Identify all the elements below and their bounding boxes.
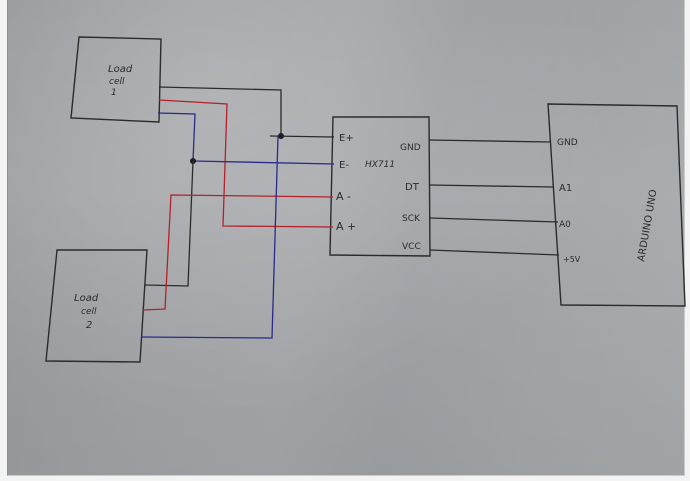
wire-gnd [428,139,551,143]
load-cell-2-box [45,249,148,363]
arduino-pin-gnd: GND [557,138,578,148]
wire-lc1-black [158,86,282,136]
hx711-pin-a-plus: A + [336,220,356,233]
wire-sck-a0 [429,217,559,223]
hx711-pin-vcc: VCC [402,242,421,252]
hx711-pin-e-plus: E+ [339,133,354,144]
paper-sheet [7,0,685,476]
wire-lc1-blue [157,112,196,162]
load-cell-2-label-line1: Load [74,293,99,304]
load-cell-1-label-line3: 1 [111,88,117,98]
wire-vcc-5v [429,249,560,256]
arduino-pin-a0: A0 [559,220,571,230]
wire-lc2-blue [140,135,279,339]
junction-e-plus [278,133,284,139]
wire-dt-a1 [428,184,554,188]
hx711-pin-gnd: GND [400,143,421,153]
arduino-pin-a1: A1 [559,183,572,194]
hx711-pin-e-minus: E- [339,160,349,171]
load-cell-2: Load cell 2 [45,249,148,363]
load-cell-1-box [70,36,162,123]
load-cell-1-label-line2: cell [109,77,125,87]
wire-lc1-red [158,99,334,228]
load-cell-1: Load cell 1 [70,36,162,123]
arduino-box [547,103,686,307]
arduino-pin-5v: +5V [563,255,581,264]
hx711-pin-a-minus: A - [336,190,351,203]
load-cell-1-label-line1: Load [108,64,133,75]
hx711-module: HX711 E+ E- A - A + GND DT SCK VCC [329,116,431,257]
arduino-label: ARDUINO UNO [636,189,660,263]
wire-lc2-red [142,194,334,311]
hx711-pin-sck: SCK [402,214,421,224]
wire-e-minus [192,160,335,165]
hx711-label: HX711 [365,160,395,170]
wire-lc2-black [144,160,194,287]
load-cell-2-label-line2: cell [81,307,97,317]
hx711-pin-dt: DT [405,182,420,193]
arduino-uno: GND A1 A0 +5V ARDUINO UNO [547,103,686,307]
hx711-box [329,116,431,257]
load-cell-2-label-line3: 2 [86,320,92,331]
paper-shading [8,0,684,475]
